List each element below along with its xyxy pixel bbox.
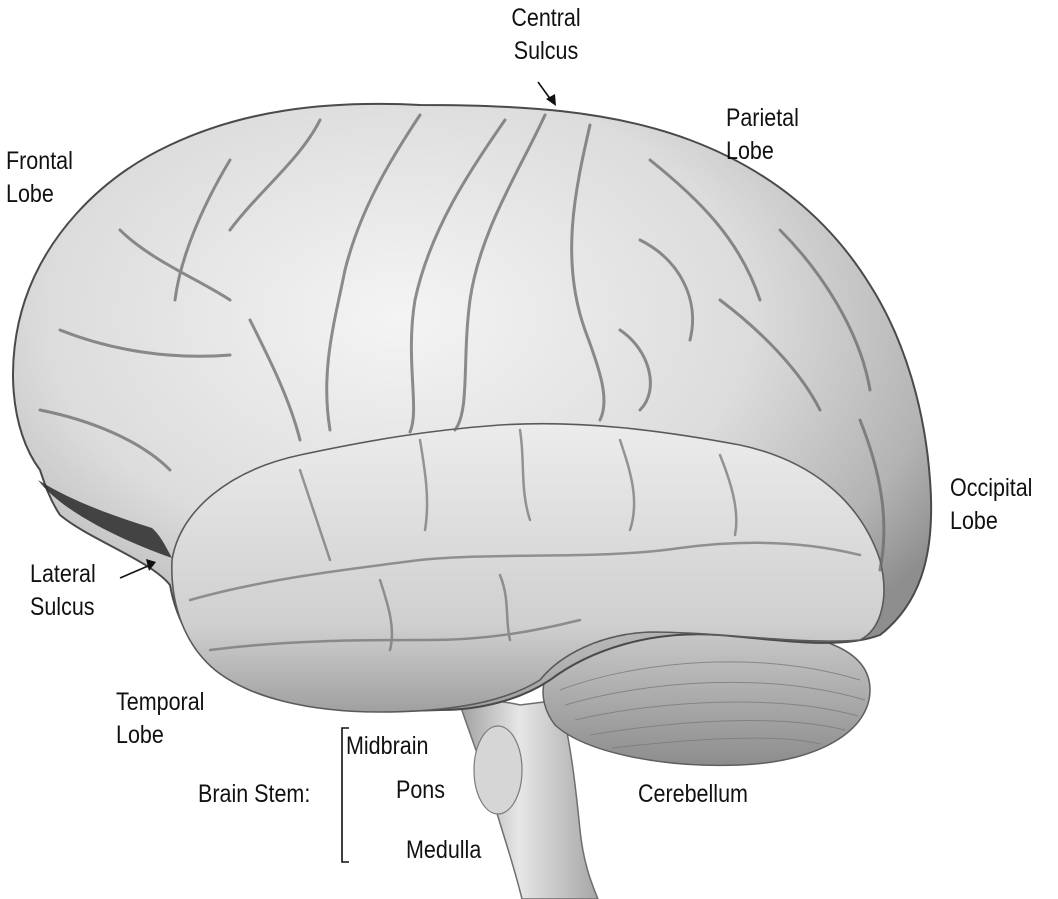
frontal-lobe-label: Frontal Lobe <box>6 147 73 208</box>
brain-stem-bracket <box>341 727 349 863</box>
sulci-lines <box>38 113 886 572</box>
temporal-lobe-label: Temporal Lobe <box>116 688 205 749</box>
parietal-lobe-label: Parietal Lobe <box>726 104 799 165</box>
central-sulcus-arrow <box>537 81 556 106</box>
frontal-underside-shadow <box>38 480 172 558</box>
medulla-label: Medulla <box>406 836 482 864</box>
cerebellum-label: Cerebellum <box>638 780 748 808</box>
pons-shape <box>473 725 523 815</box>
lateral-sulcus-arrow <box>119 559 156 579</box>
brain-stem-label: Brain Stem: <box>198 780 311 808</box>
occipital-lobe-label: Occipital Lobe <box>950 474 1033 535</box>
cerebellum-folia <box>559 661 866 749</box>
pons-label: Pons <box>396 776 446 804</box>
temporal-sulci-lines <box>188 428 862 652</box>
central-sulcus-label: Central Sulcus <box>511 4 581 65</box>
lateral-sulcus-label: Lateral Sulcus <box>30 560 96 621</box>
midbrain-label: Midbrain <box>346 732 429 760</box>
